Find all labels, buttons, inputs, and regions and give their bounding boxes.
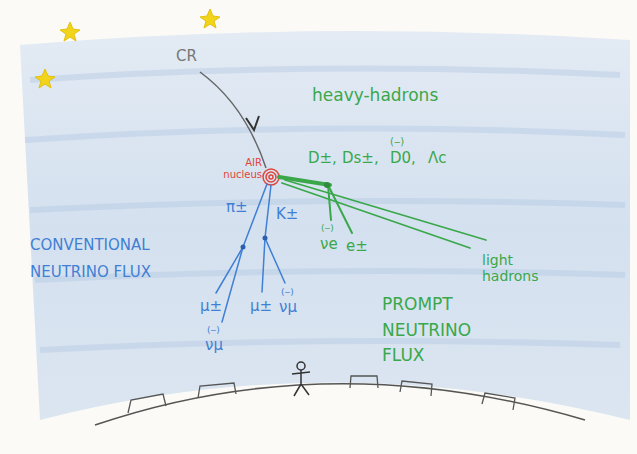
stick-figure — [292, 362, 310, 396]
group-label: heavy-hadrons — [312, 86, 438, 106]
ray-label: CR — [176, 48, 197, 65]
cosmic-ray-track — [200, 72, 266, 168]
air-nucleus-circle — [263, 169, 279, 185]
particle-label: Λc — [428, 150, 447, 167]
stars — [35, 9, 220, 88]
decay-dot — [241, 245, 246, 250]
particle-label: μ± — [250, 298, 272, 315]
decay-dot — [324, 182, 330, 188]
flux-label: CONVENTIONAL NEUTRINO FLUX — [30, 232, 170, 286]
sky-wash — [20, 31, 630, 420]
antiparticle-mark: (‒) — [321, 223, 334, 233]
particle-label: μ± — [200, 298, 222, 315]
particle-label: π± — [226, 199, 248, 216]
decay-dot — [263, 236, 268, 241]
particle-label: νμ — [205, 337, 223, 354]
antiparticle-mark: (‒) — [390, 136, 404, 148]
particle-label: e± — [346, 238, 368, 255]
antiparticle-mark: (‒) — [281, 287, 294, 297]
particle-label: D±, — [308, 150, 337, 167]
detector-huts — [128, 376, 515, 413]
particle-label: D0, — [390, 150, 416, 167]
arrowhead — [246, 116, 259, 130]
conventional-branches — [216, 184, 285, 322]
particle-label: νe — [320, 236, 338, 253]
flux-label: PROMPT NEUTRINO FLUX — [382, 292, 492, 369]
particle-label: νμ — [279, 299, 297, 316]
prompt-branches — [279, 177, 486, 248]
nucleus-label: AIR nucleus — [218, 157, 262, 180]
particle-label: Ds±, — [342, 150, 379, 167]
sky-streaks — [25, 69, 625, 350]
particle-label: light hadrons — [482, 252, 552, 284]
earth-surface — [95, 384, 585, 425]
particle-label: K± — [276, 206, 298, 223]
antiparticle-mark: (‒) — [207, 325, 220, 335]
